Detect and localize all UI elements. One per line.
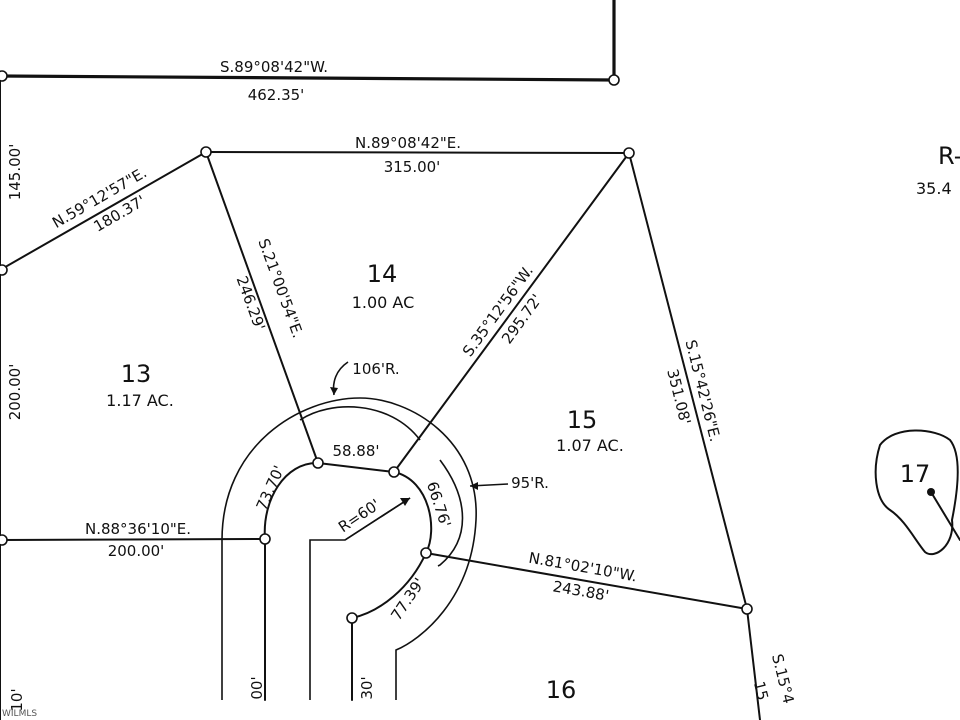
partial-bearing-label: R-	[938, 142, 960, 170]
lot-14-area: 1.00 AC	[352, 293, 415, 312]
lot-13-number: 13	[121, 360, 152, 388]
lot14-west-line	[205, 151, 319, 464]
distance-label: 145.00'	[6, 144, 24, 201]
pin-marker	[927, 488, 935, 496]
lot-16-number: 16	[546, 676, 577, 704]
distance-label: 462.35'	[248, 86, 305, 104]
pin-marker	[312, 457, 324, 469]
distance-label: 30'	[358, 676, 376, 699]
watermark: WILMLS	[2, 709, 37, 719]
lot14-north-line	[205, 151, 630, 154]
pin-marker	[259, 533, 271, 545]
lot13-south-line	[0, 538, 266, 541]
lot17-line	[930, 491, 960, 541]
arc-95r	[437, 459, 464, 567]
cul-de-sac-inner-row	[263, 461, 433, 619]
lot-15-area: 1.07 AC.	[556, 436, 624, 455]
pin-marker	[388, 466, 400, 478]
lot15-south-line	[425, 552, 748, 610]
bearing-label: S.89°08'42"W.	[220, 58, 328, 76]
pin-marker	[346, 612, 358, 624]
pin-marker	[623, 147, 635, 159]
lot-17-number: 17	[900, 460, 931, 488]
curve-length-label: 77.39'	[387, 575, 428, 624]
parcel-boundary-north	[0, 74, 615, 82]
distance-label: 00'	[248, 676, 266, 699]
pin-marker	[0, 534, 8, 546]
lot-13-area: 1.17 AC.	[106, 391, 174, 410]
partial-distance-label: 35.4	[916, 179, 952, 198]
lot13-ne-line	[0, 151, 207, 271]
bearing-label: N.89°08'42"E.	[355, 134, 461, 152]
pin-marker	[200, 146, 212, 158]
distance-label: 315.00'	[384, 158, 441, 176]
pond-outline	[874, 429, 959, 555]
arrow-head-icon	[400, 498, 410, 506]
bearing-label: S.15°42'26"E.	[681, 338, 724, 444]
distance-label: 243.88'	[551, 577, 610, 605]
radius-line	[344, 497, 411, 541]
curve-length-label: 58.88'	[332, 442, 379, 460]
lot15-east-line	[628, 152, 748, 610]
pin-marker	[0, 70, 8, 82]
lot-15-number: 15	[567, 406, 598, 434]
radius-label: 95'R.	[511, 474, 549, 492]
pin-marker	[741, 603, 753, 615]
pin-marker	[420, 547, 432, 559]
pavement-center	[309, 497, 411, 700]
arrow-head-icon	[330, 387, 338, 395]
radius-label: 106'R.	[352, 360, 399, 378]
distance-label: 351.08'	[663, 367, 694, 426]
pin-marker	[608, 74, 620, 86]
pin-marker	[0, 264, 8, 276]
lot14-east-line	[393, 152, 630, 473]
lot-14-number: 14	[367, 260, 398, 288]
pavement-outer-edge	[221, 397, 477, 700]
lot16-east-line	[746, 608, 761, 720]
bearing-label: N.88°36'10"E.	[85, 520, 191, 538]
distance-label: 15	[750, 679, 772, 702]
arrow-head-icon	[470, 482, 478, 490]
curve-length-label: 73.70'	[253, 463, 289, 513]
arc-106r	[299, 406, 421, 441]
distance-label: 200.00'	[108, 542, 165, 560]
distance-label: 10'	[8, 688, 26, 711]
distance-label: 246.29'	[233, 274, 269, 333]
distance-label: 200.00'	[6, 364, 24, 421]
